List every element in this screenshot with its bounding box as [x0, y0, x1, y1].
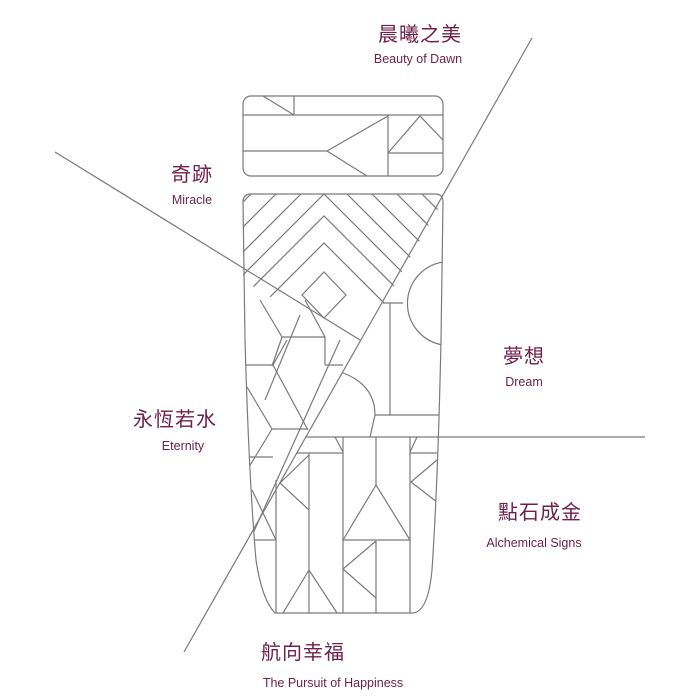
label-happiness-zh: 航向幸福: [261, 640, 345, 664]
label-dawn-zh: 晨曦之美: [378, 22, 462, 46]
label-dream-en: Dream: [505, 375, 543, 389]
label-miracle-en: Miracle: [171, 193, 213, 207]
lower-pattern: [246, 261, 443, 613]
label-happiness-en: The Pursuit of Happiness: [262, 676, 404, 690]
label-dream-zh: 夢想: [503, 344, 545, 368]
leader-line-miracle: [54, 151, 361, 341]
label-alchemical-zh: 點石成金: [498, 500, 582, 524]
leader-line-dawn: [183, 37, 533, 653]
vase-body: [242, 193, 444, 614]
label-eternity-en: Eternity: [161, 439, 205, 453]
label-miracle-zh: 奇跡: [171, 162, 213, 186]
top-panel: [242, 95, 444, 177]
label-eternity-zh: 永恆若水: [133, 407, 217, 431]
label-alchemical-en: Alchemical Signs: [486, 536, 582, 550]
label-dawn-en: Beauty of Dawn: [373, 52, 463, 66]
